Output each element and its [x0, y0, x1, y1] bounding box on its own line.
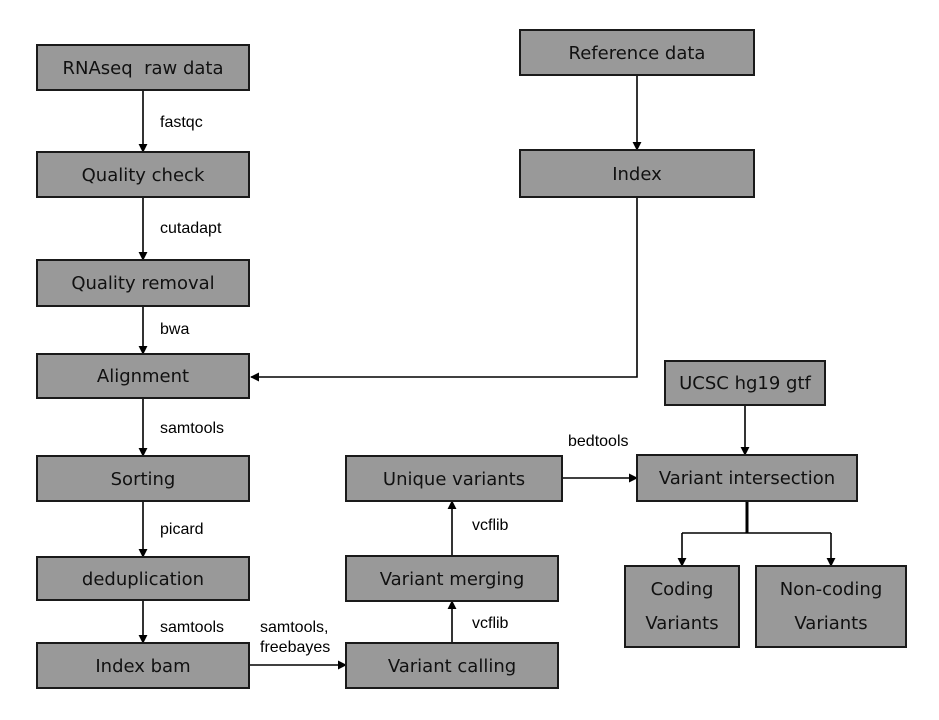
edge-label-picard: picard	[160, 521, 204, 538]
edge-label-cutadapt: cutadapt	[160, 220, 222, 237]
edge-label-samtools-index: samtools	[160, 619, 224, 636]
node-variant-intersection-label: Variant intersection	[659, 468, 835, 489]
node-unique-variants-label: Unique variants	[383, 469, 525, 490]
node-unique-variants	[345, 455, 563, 502]
node-coding-variants-label-line2: Variants	[645, 613, 718, 634]
edge-label-vcflib-unique: vcflib	[472, 517, 509, 534]
node-noncoding-variants-label-line2: Variants	[794, 613, 867, 634]
node-rnaseq-raw-data-label: RNAseq raw data	[62, 58, 223, 79]
edge-label-bedtools: bedtools	[568, 433, 629, 450]
edges	[138, 75, 836, 670]
node-sorting-label: Sorting	[111, 469, 176, 490]
node-coding-variants	[624, 565, 740, 648]
node-deduplication-label: deduplication	[82, 569, 204, 590]
node-index-label: Index	[612, 164, 662, 185]
node-alignment	[36, 353, 250, 399]
node-index-bam-label: Index bam	[95, 656, 190, 677]
edge-label-samtools-sort: samtools	[160, 420, 224, 437]
node-index-bam	[36, 642, 250, 689]
node-reference-data-label: Reference data	[569, 43, 706, 64]
node-ucsc-hg19-gtf	[664, 360, 826, 406]
node-ucsc-hg19-gtf-label: UCSC hg19 gtf	[679, 373, 811, 394]
node-sorting	[36, 455, 250, 502]
node-alignment-label: Alignment	[97, 366, 189, 387]
node-quality-removal-label: Quality removal	[71, 273, 214, 294]
node-quality-check-label: Quality check	[82, 165, 205, 186]
node-coding-variants-label-line1: Coding	[651, 579, 714, 600]
node-noncoding-variants	[755, 565, 907, 648]
edge-label-samtools-call: samtools,	[260, 619, 328, 636]
edge-label-vcflib-merge: vcflib	[472, 615, 509, 632]
node-deduplication	[36, 556, 250, 601]
edge-label-bwa: bwa	[160, 321, 189, 338]
edge-index-to-alignment	[250, 197, 638, 382]
node-quality-removal	[36, 259, 250, 307]
node-variant-calling-label: Variant calling	[388, 656, 516, 677]
edge-label-freebayes: freebayes	[260, 639, 330, 656]
node-variant-calling	[345, 642, 559, 689]
edge-labels: fastqc cutadapt bwa samtools picard samt…	[160, 114, 629, 656]
node-index	[519, 149, 755, 198]
node-noncoding-variants-label-line1: Non-coding	[780, 579, 883, 600]
nodes: RNAseq raw data Quality check Quality re…	[36, 29, 907, 689]
node-rnaseq-raw-data	[36, 44, 250, 91]
node-reference-data	[519, 29, 755, 76]
node-variant-merging-label: Variant merging	[380, 569, 525, 590]
node-variant-merging	[345, 555, 559, 602]
node-quality-check	[36, 151, 250, 198]
edge-label-fastqc: fastqc	[160, 114, 203, 131]
node-variant-intersection	[636, 454, 858, 502]
